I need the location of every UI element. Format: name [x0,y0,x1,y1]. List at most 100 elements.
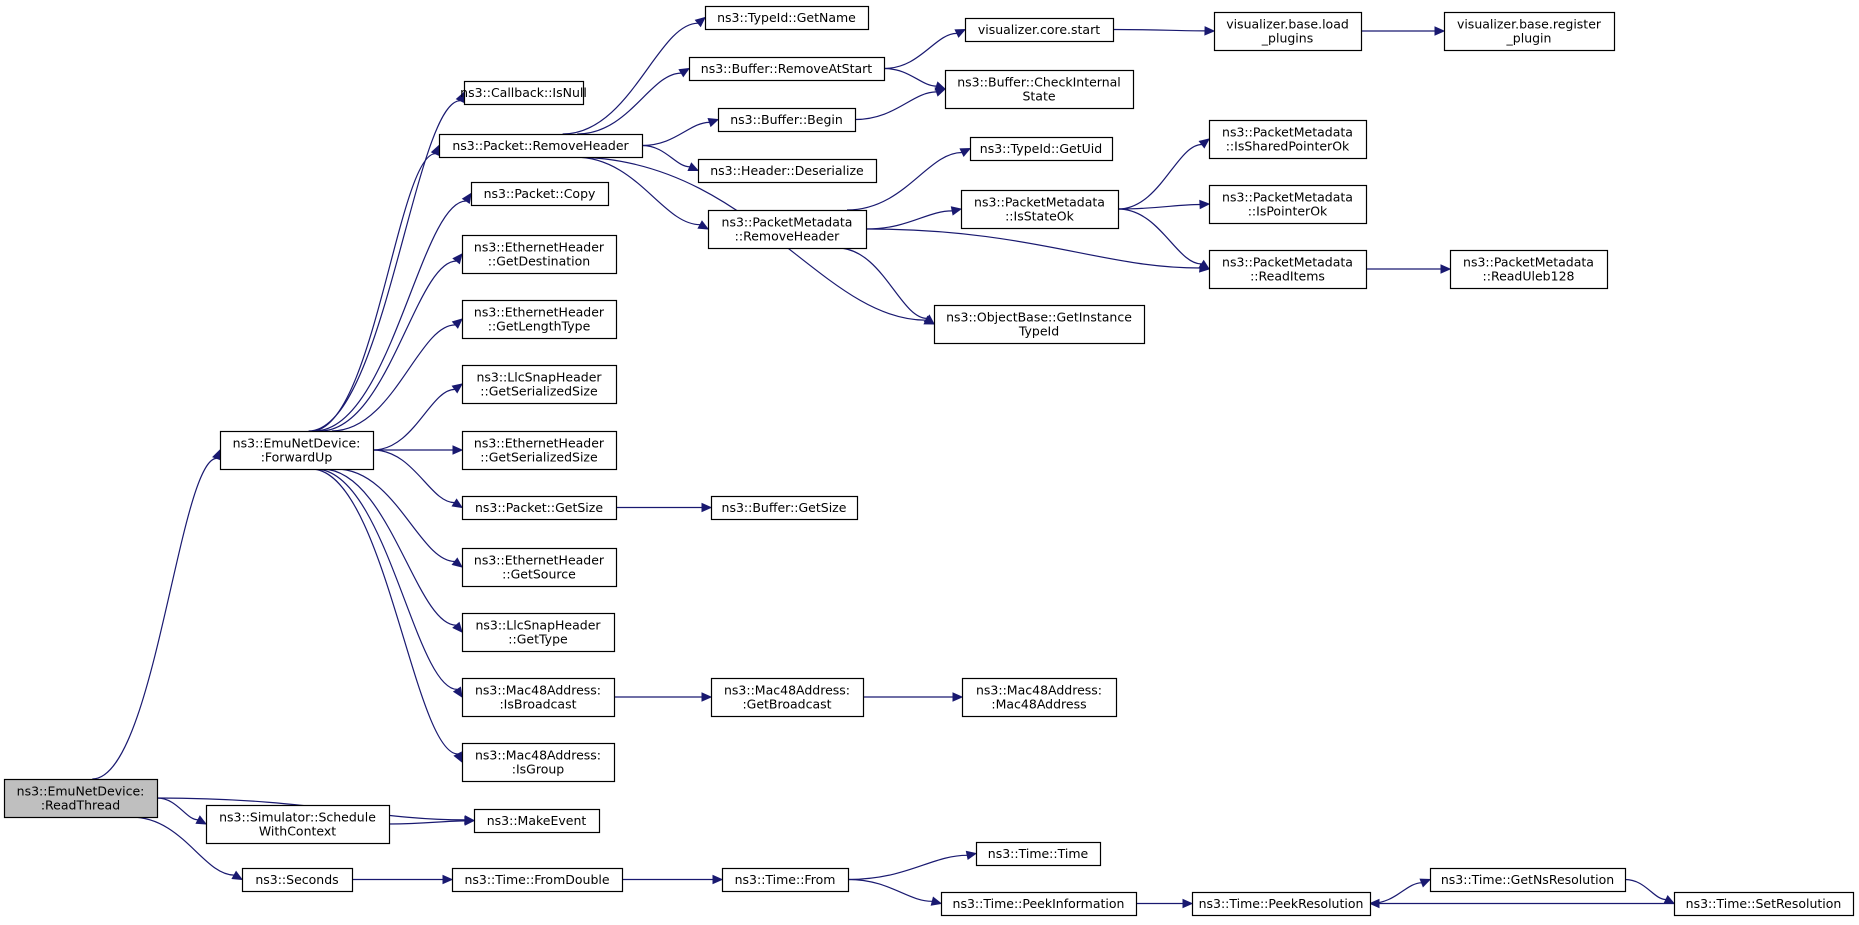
arrowhead-icon [930,896,943,906]
edge-line [372,388,455,451]
arrowhead-icon [1198,138,1210,149]
node-box [721,867,850,893]
node-timefrom[interactable]: ns3::Time::From [721,867,850,893]
arrowhead-icon [195,815,208,825]
arrowhead-icon [952,692,964,702]
node-box [219,430,375,471]
node-pmisstateok[interactable]: ns3::PacketMetadata::IsStateOk [960,189,1120,230]
node-box [470,181,610,207]
node-box [1673,891,1855,917]
node-label: ns3::ObjectBase::GetInstance [946,310,1132,325]
node-label: ns3::TypeId::GetName [717,10,856,25]
node-box [975,841,1102,867]
node-ethgetser[interactable]: ns3::EthernetHeader::GetSerializedSize [461,430,618,471]
node-label: ::ReadItems [1250,269,1325,284]
node-box [461,430,618,471]
node-bufbegin[interactable]: ns3::Buffer::Begin [717,107,857,133]
call-edge-pktremovehdr-bufbegin [641,118,720,147]
node-llcgetser[interactable]: ns3::LlcSnapHeader::GetSerializedSize [461,364,618,405]
node-ethgetlen[interactable]: ns3::EthernetHeader::GetLengthType [461,299,618,340]
node-fromdouble[interactable]: ns3::Time::FromDouble [451,867,624,893]
node-typeidgetname[interactable]: ns3::TypeId::GetName [704,5,870,31]
node-label: ns3::Packet::RemoveHeader [452,138,629,153]
node-label: :IsBroadcast [499,697,576,712]
node-label: ns3::EthernetHeader [474,436,605,451]
node-pmremovehdr[interactable]: ns3::PacketMetadata::RemoveHeader [707,209,868,250]
node-label: :ReadThread [41,798,120,813]
node-label: ::IsPointerOk [1248,204,1328,219]
node-pmreaditems[interactable]: ns3::PacketMetadata::ReadItems [1208,249,1368,290]
node-hdrdeser[interactable]: ns3::Header::Deserialize [697,158,878,184]
node-macisgroup[interactable]: ns3::Mac48Address::IsGroup [461,742,616,783]
arrowhead-icon [950,206,963,216]
edge-line [847,878,933,902]
node-forwardup[interactable]: ns3::EmuNetDevice::ForwardUp [219,430,375,471]
node-label: :Mac48Address [991,697,1086,712]
arrowhead-icon [1199,199,1211,210]
node-cbisnull[interactable]: ns3::Callback::IsNull [460,80,587,106]
node-pmisshared[interactable]: ns3::PacketMetadata::IsSharedPointerOk [1208,119,1368,160]
edge-line [314,200,467,432]
node-ethgetdest[interactable]: ns3::EthernetHeader::GetDestination [461,234,618,275]
arrowhead-icon [451,318,463,329]
node-label: ::GetType [508,632,568,647]
node-seconds[interactable]: ns3::Seconds [241,867,354,893]
call-edge-pmreaditems-pmreaduleb [1366,264,1452,274]
edge-line [574,156,701,226]
edge-line [130,816,235,876]
node-box [1213,11,1363,52]
node-label: ns3::Mac48Address: [475,748,601,763]
node-peekinfo[interactable]: ns3::Time::PeekInformation [940,891,1138,917]
node-makeevent[interactable]: ns3::MakeEvent [473,808,601,834]
node-box [697,158,878,184]
edge-line [883,67,937,87]
node-label: ::RemoveHeader [735,229,841,244]
call-edge-forwardup-llcgetser [372,383,463,451]
node-label: ::IsStateOk [1005,209,1075,224]
node-timetime[interactable]: ns3::Time::Time [975,841,1102,867]
node-vizload[interactable]: visualizer.base.load_plugins [1213,11,1363,52]
call-edges [92,16,1676,909]
node-label: ns3::PacketMetadata [974,195,1105,210]
node-vizstart[interactable]: visualizer.core.start [964,17,1115,43]
arrowhead-icon [701,502,713,513]
arrowhead-icon [1204,26,1216,36]
node-macmac48[interactable]: ns3::Mac48Address::Mac48Address [961,677,1118,718]
call-edge-pmremovehdr-typeidgetuid [846,147,972,211]
call-edge-pktremovehdr-typeidgetname [562,16,706,135]
node-pmreaduleb[interactable]: ns3::PacketMetadata::ReadUleb128 [1449,249,1609,290]
node-vizreg[interactable]: visualizer.base.register_plugin [1443,11,1616,52]
node-bufgetsize[interactable]: ns3::Buffer::GetSize [710,495,859,521]
edge-line [1624,878,1666,901]
node-label: ns3::Time::PeekResolution [1199,896,1364,911]
node-box [964,17,1115,43]
node-label: visualizer.base.register [1457,17,1602,32]
edge-line [847,854,968,881]
node-pktremovehdr[interactable]: ns3::Packet::RemoveHeader [438,133,644,159]
node-llcgettype[interactable]: ns3::LlcSnapHeader::GetType [461,612,616,653]
node-pmisptr[interactable]: ns3::PacketMetadata::IsPointerOk [1208,184,1368,225]
call-nodes: ns3::EmuNetDevice::ReadThread ns3::EmuNet… [3,5,1855,917]
node-readthread[interactable]: ns3::EmuNetDevice::ReadThread [3,778,159,819]
node-box [241,867,354,893]
node-macisbcast[interactable]: ns3::Mac48Address::IsBroadcast [461,677,616,718]
arrowhead-icon [697,220,710,230]
node-peekres[interactable]: ns3::Time::PeekResolution [1191,891,1372,917]
node-setres[interactable]: ns3::Time::SetResolution [1673,891,1855,917]
arrowhead-icon [959,147,972,158]
node-macgetbcast[interactable]: ns3::Mac48Address::GetBroadcast [710,677,865,718]
node-label: ns3::Time::Time [988,846,1089,861]
edge-line [1117,203,1201,210]
node-label: ns3::Mac48Address: [475,683,601,698]
node-pktcopy[interactable]: ns3::Packet::Copy [470,181,610,207]
node-getnsres[interactable]: ns3::Time::GetNsResolution [1429,867,1627,893]
node-ethgetsrc[interactable]: ns3::EthernetHeader::GetSource [461,547,618,588]
node-label: ns3::Buffer::Begin [730,112,843,127]
arrowhead-icon [923,314,935,325]
node-pktgetsize[interactable]: ns3::Packet::GetSize [461,495,618,521]
node-bufremoveatstart[interactable]: ns3::Buffer::RemoveAtStart [688,56,886,82]
node-typeidgetuid[interactable]: ns3::TypeId::GetUid [969,136,1114,162]
